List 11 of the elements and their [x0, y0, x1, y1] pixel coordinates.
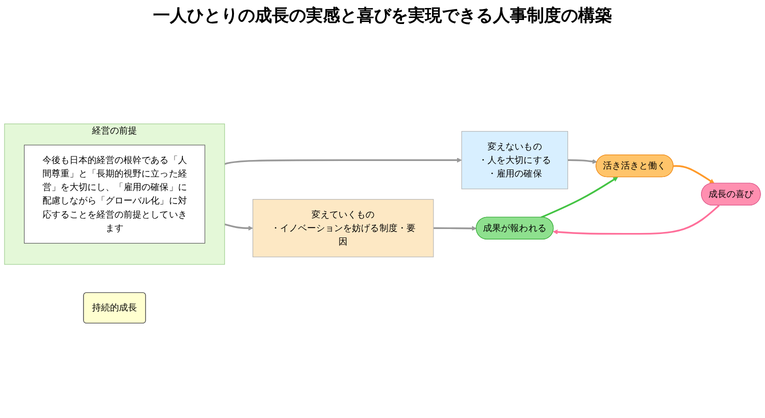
arrow [673, 165, 714, 184]
arrow [568, 159, 598, 164]
diagram-title: 一人ひとりの成長の実感と喜びを実現できる人事制度の構築 [153, 5, 612, 27]
arrow [552, 204, 720, 235]
node-box: 変えていくもの ・イノベーションを妨げる制度・要因 [252, 199, 434, 258]
arrow [224, 223, 254, 231]
node-box: 変えないもの ・人を大切にする ・雇用の確保 [461, 131, 568, 190]
arrow [433, 226, 477, 231]
node-box: 今後も日本的経営の根幹である「人間尊重」と「長期的視野に立った経営」を大切にし、「雇用の確保」に配慮しながら「グローバル化」に対応することを経営の前提としていきます [24, 144, 206, 244]
arrow [224, 158, 462, 165]
arrow [540, 176, 618, 218]
